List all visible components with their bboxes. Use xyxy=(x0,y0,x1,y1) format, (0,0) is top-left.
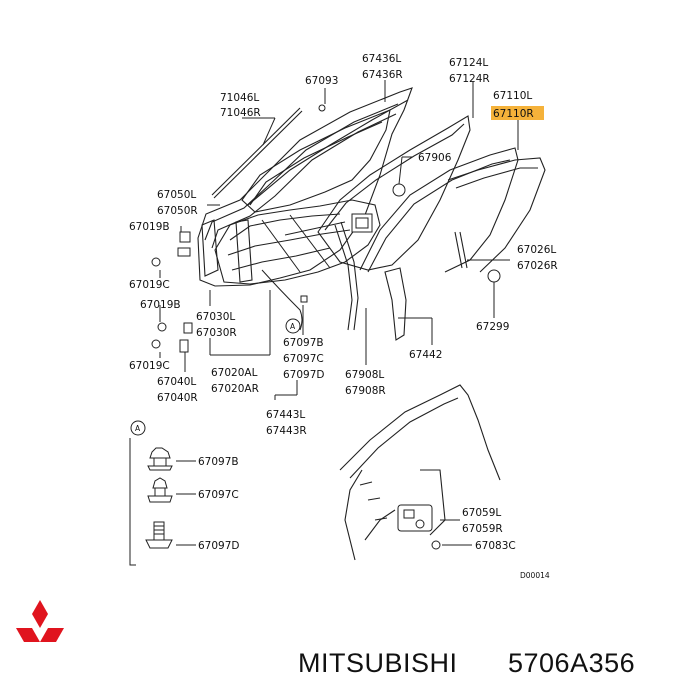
part-number: 5706A356 xyxy=(508,648,635,678)
label-67110R: 67110R xyxy=(493,108,534,120)
label-67443R: 67443R xyxy=(266,425,307,437)
label-67026L: 67026L xyxy=(517,244,556,256)
label-67436R: 67436R xyxy=(362,69,403,81)
detail-a-inset: A 67097B 67097C 67097D xyxy=(129,420,240,566)
label-67908R: 67908R xyxy=(345,385,386,397)
footer: MITSUBISHI 5706A356 xyxy=(16,600,635,678)
label-67908L: 67908L xyxy=(345,369,384,381)
label-67030L: 67030L xyxy=(196,311,235,323)
label-67442: 67442 xyxy=(409,349,442,361)
label-67020AL: 67020AL xyxy=(211,367,258,379)
lower-labels: 67059L 67059R 67083C D00014 xyxy=(462,507,550,580)
label-67124R: 67124R xyxy=(449,73,490,85)
detail-a-tag: A xyxy=(135,424,141,433)
brand-name: MITSUBISHI xyxy=(298,648,458,678)
label-67059R: 67059R xyxy=(462,523,503,535)
label-67019B-mid: 67019B xyxy=(140,299,181,311)
label-67093: 67093 xyxy=(305,75,338,87)
label-67906: 67906 xyxy=(418,152,452,164)
label-67097B: 67097B xyxy=(283,337,324,349)
label-67436L: 67436L xyxy=(362,53,401,65)
mitsubishi-logo-icon xyxy=(16,600,64,642)
bolt-group xyxy=(151,183,501,353)
label-67020AR: 67020AR xyxy=(211,383,259,395)
label-67097D: 67097D xyxy=(283,369,325,381)
label-67124L: 67124L xyxy=(449,57,488,69)
inset-label-67097B: 67097B xyxy=(198,456,239,468)
door-assembly-drawing xyxy=(151,87,546,353)
label-67026R: 67026R xyxy=(517,260,558,272)
label-67040L: 67040L xyxy=(157,376,196,388)
door-lock-detail xyxy=(339,384,501,561)
label-67050R: 67050R xyxy=(157,205,198,217)
label-67019B-top: 67019B xyxy=(129,221,170,233)
label-67083C: 67083C xyxy=(475,540,516,552)
label-67443L: 67443L xyxy=(266,409,305,421)
label-67299: 67299 xyxy=(476,321,509,333)
diagram-code: D00014 xyxy=(520,571,550,580)
label-71046L: 71046L xyxy=(220,92,259,104)
inset-label-67097C: 67097C xyxy=(198,489,239,501)
label-67059L: 67059L xyxy=(462,507,501,519)
callout-circle-A xyxy=(285,318,301,334)
label-67097C: 67097C xyxy=(283,353,324,365)
label-67040R: 67040R xyxy=(157,392,198,404)
label-67110L: 67110L xyxy=(493,90,532,102)
leader-lines xyxy=(159,80,519,400)
label-71046R: 71046R xyxy=(220,107,261,119)
inset-label-67097D: 67097D xyxy=(198,540,240,552)
label-67019C-top: 67019C xyxy=(129,279,170,291)
label-67030R: 67030R xyxy=(196,327,237,339)
highlight-67110R xyxy=(491,106,544,120)
callout-A: A xyxy=(290,322,296,331)
part-labels: 71046L 71046R 67093 67436L 67436R 67124L… xyxy=(129,53,558,437)
label-67019C-low: 67019C xyxy=(129,360,170,372)
label-67050L: 67050L xyxy=(157,189,196,201)
